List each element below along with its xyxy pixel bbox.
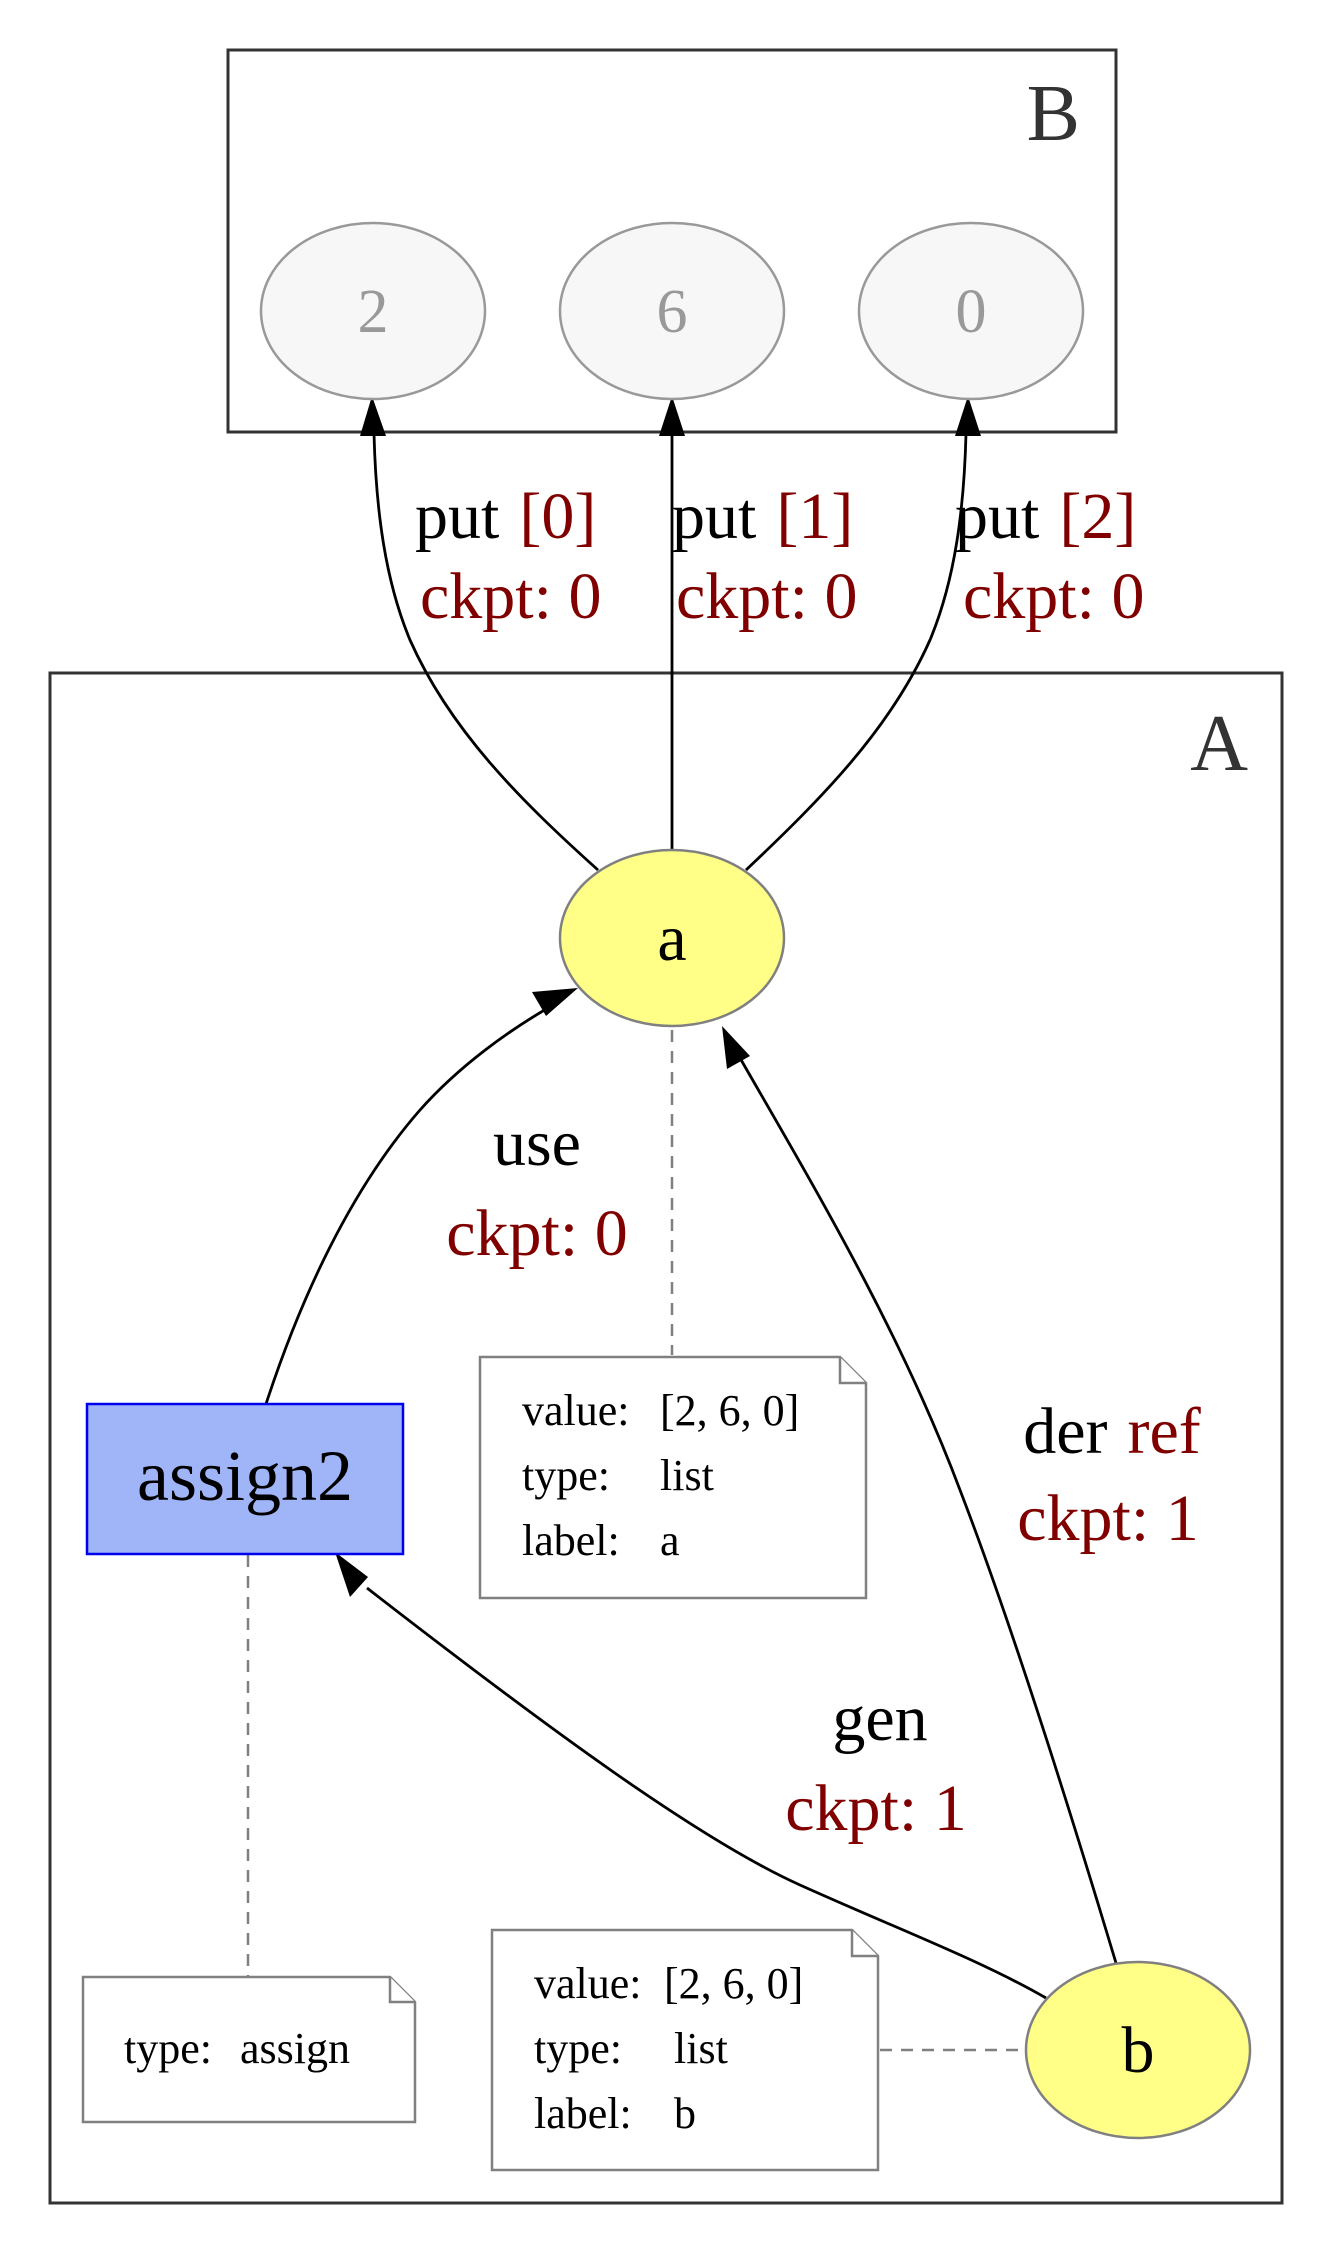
edge-der-arrowhead xyxy=(722,1026,750,1069)
edge-use-line xyxy=(264,1006,549,1405)
node-ghost-2-label: 2 xyxy=(358,278,389,346)
note-assign2-box xyxy=(81,1975,417,2124)
node-ghost-0: 0 xyxy=(857,221,1085,401)
node-b-shape xyxy=(1024,1960,1252,2140)
note-b-label: b xyxy=(674,2089,696,2138)
note-b-label-key: label: xyxy=(534,2089,632,2138)
cluster-a-box xyxy=(48,671,1284,2205)
note-a-label-key: label: xyxy=(522,1516,620,1565)
edge-put-0-text: put xyxy=(415,480,499,553)
note-b-type-key: type: xyxy=(534,2024,622,2073)
node-ghost-0-shape xyxy=(857,221,1085,401)
edge-put-0-arrowhead xyxy=(360,396,386,436)
node-a-shape xyxy=(558,848,786,1028)
edge-put-1-ckpt: ckpt: 0 xyxy=(676,560,857,633)
edge-der-kind: ref xyxy=(1128,1395,1201,1468)
note-a-type: list xyxy=(660,1451,714,1500)
note-assign2: type: assign xyxy=(81,1975,417,2124)
node-a: a xyxy=(558,848,786,1028)
edge-der-text: der xyxy=(1023,1395,1107,1468)
node-assign2-label: assign2 xyxy=(137,1436,353,1516)
edge-put-2 xyxy=(745,396,981,872)
node-assign2-shape xyxy=(85,1402,405,1556)
note-assign2-fold xyxy=(388,1977,415,2004)
edge-put-2-arrowhead xyxy=(955,396,981,436)
node-ghost-0-label: 0 xyxy=(956,278,987,346)
edge-put-2-line xyxy=(745,433,968,872)
node-assign2: assign2 xyxy=(85,1402,405,1556)
edge-put-2-text: put xyxy=(955,480,1039,553)
edge-put-1-index: [1] xyxy=(776,480,853,553)
note-b-fold xyxy=(850,1930,878,1958)
edge-use-text: use xyxy=(493,1107,581,1180)
edge-gen-text: gen xyxy=(832,1682,927,1755)
note-a: value: [2, 6, 0] type: list label: a xyxy=(478,1355,868,1600)
note-b-box xyxy=(490,1928,880,2172)
note-assign2-type-key: type: xyxy=(124,2024,212,2073)
cluster-a: A xyxy=(48,671,1284,2205)
node-ghost-6-label: 6 xyxy=(657,278,688,346)
edge-put-2-ckpt: ckpt: 0 xyxy=(963,560,1144,633)
edge-put-1-arrowhead xyxy=(659,396,685,436)
node-a-label: a xyxy=(657,902,686,975)
edge-put-0-index: [0] xyxy=(519,480,596,553)
note-a-type-key: type: xyxy=(522,1451,610,1500)
cluster-a-title: A xyxy=(1190,700,1248,788)
edge-put-2-index: [2] xyxy=(1059,480,1136,553)
edge-gen-label: gen ckpt: 1 xyxy=(785,1682,966,1845)
note-a-fold xyxy=(838,1357,866,1385)
edge-gen xyxy=(335,1552,1047,2000)
edge-put-0-caption: put [0] xyxy=(415,480,596,553)
edge-put-1-text: put xyxy=(672,480,756,553)
node-b-label: b xyxy=(1122,2014,1155,2087)
note-a-label: a xyxy=(660,1516,680,1565)
edge-put-1-caption: put [1] xyxy=(672,480,853,553)
note-a-box xyxy=(478,1355,868,1600)
note-a-value: [2, 6, 0] xyxy=(660,1386,799,1435)
edge-gen-arrowhead xyxy=(335,1552,368,1597)
note-b-value: [2, 6, 0] xyxy=(664,1959,803,2008)
note-b: value: [2, 6, 0] type: list label: b xyxy=(490,1928,880,2172)
edge-put-0-ckpt: ckpt: 0 xyxy=(420,560,601,633)
edge-put-0 xyxy=(360,396,599,872)
node-ghost-6: 6 xyxy=(558,221,786,401)
edge-gen-line xyxy=(366,1586,1047,2000)
node-ghost-2: 2 xyxy=(259,221,487,401)
edge-use-label: use ckpt: 0 xyxy=(446,1107,627,1270)
edge-use-ckpt: ckpt: 0 xyxy=(446,1197,627,1270)
edge-put-1 xyxy=(659,396,685,850)
note-b-type: list xyxy=(674,2024,728,2073)
cluster-b-title: B xyxy=(1027,70,1080,158)
edge-use xyxy=(264,988,578,1405)
note-a-value-key: value: xyxy=(522,1386,630,1435)
edge-der-line xyxy=(738,1057,1118,1964)
edge-put-2-label: put [2] ckpt: 0 xyxy=(955,480,1144,633)
edge-put-0-line xyxy=(372,433,599,872)
note-b-value-key: value: xyxy=(534,1959,642,2008)
edge-put-2-caption: put [2] xyxy=(955,480,1136,553)
node-ghost-2-shape xyxy=(259,221,487,401)
node-ghost-6-shape xyxy=(558,221,786,401)
edge-put-1-label: put [1] ckpt: 0 xyxy=(672,480,857,633)
edge-der xyxy=(722,1026,1118,1964)
edge-put-0-label: put [0] ckpt: 0 xyxy=(415,480,601,633)
note-assign2-type: assign xyxy=(240,2024,350,2073)
edge-gen-ckpt: ckpt: 1 xyxy=(785,1772,966,1845)
edge-der-ckpt: ckpt: 1 xyxy=(1017,1482,1198,1555)
node-b: b xyxy=(1024,1960,1252,2140)
edge-use-arrowhead xyxy=(532,988,578,1016)
